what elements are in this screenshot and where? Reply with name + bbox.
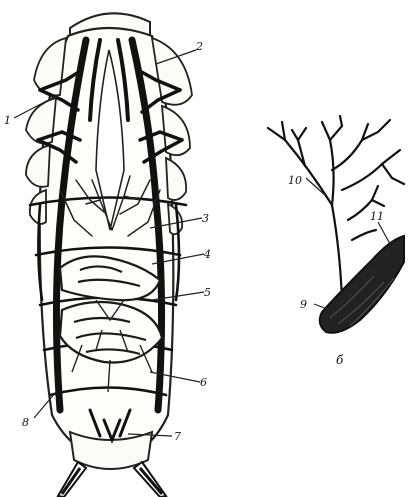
tracheal-end-cell	[320, 236, 404, 333]
right-cercus-center	[140, 468, 162, 494]
label-6: 6	[200, 376, 207, 389]
label-4: 4	[203, 248, 211, 261]
insect-body-figure	[14, 13, 204, 497]
label-2: 2	[195, 40, 203, 53]
label-11: 11	[370, 210, 384, 223]
label-9: 9	[300, 298, 307, 311]
tracheole-detail-figure	[268, 116, 404, 333]
label-3: 3	[202, 212, 209, 225]
label-panel-b: б	[336, 353, 344, 367]
label-8: 8	[22, 416, 29, 429]
label-7: 7	[174, 430, 181, 443]
label-5: 5	[204, 286, 211, 299]
label-1: 1	[4, 114, 11, 127]
label-10: 10	[288, 174, 302, 187]
